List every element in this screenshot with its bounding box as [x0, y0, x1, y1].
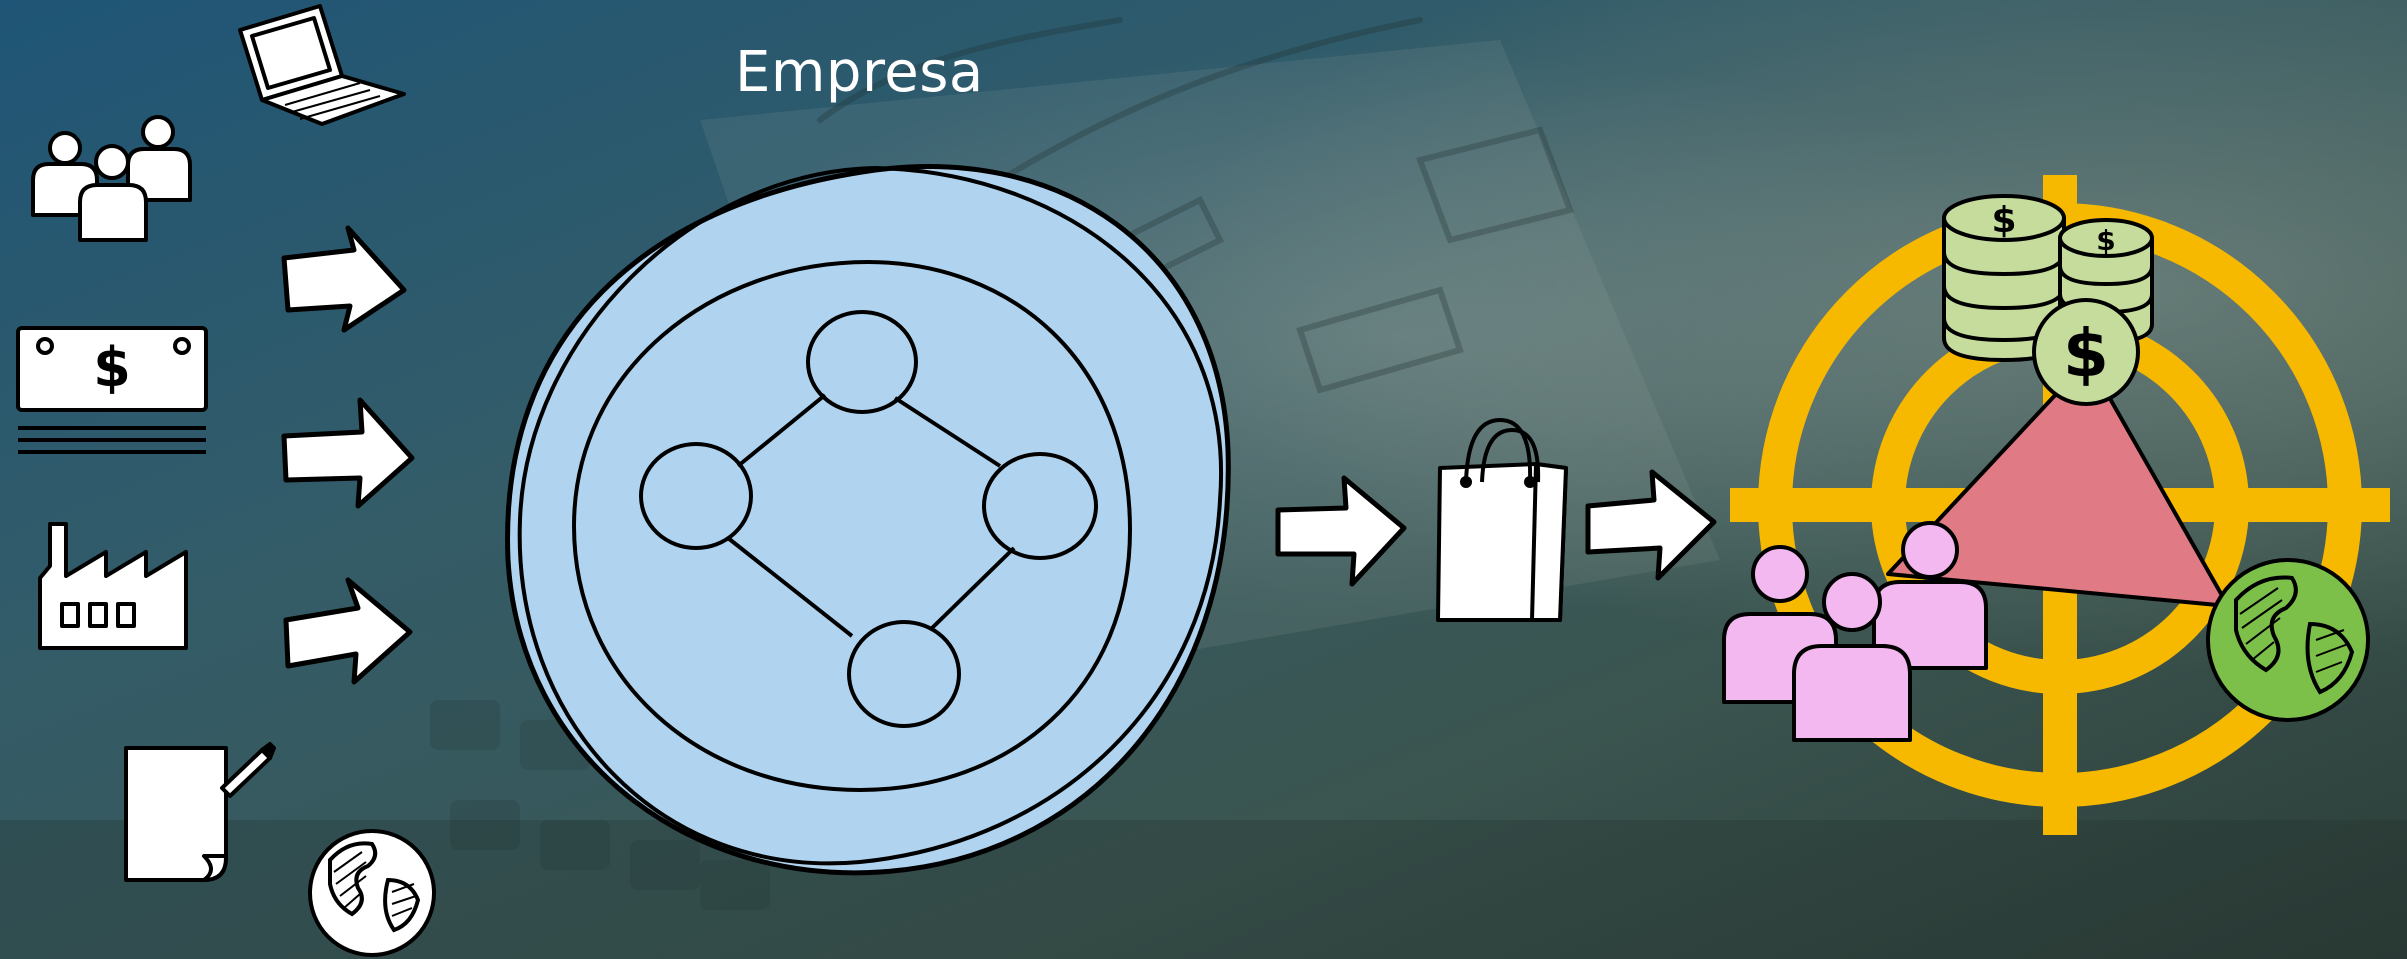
svg-text:$: $	[1991, 200, 2016, 241]
svg-text:$: $	[2063, 315, 2109, 392]
earth-icon	[2206, 558, 2370, 722]
arrow-icon	[283, 577, 413, 685]
coins-stack-icon: $ $ $	[1942, 194, 2154, 406]
laptop-icon	[238, 4, 406, 126]
svg-text:$: $	[93, 336, 131, 399]
arrow-icon	[281, 225, 407, 333]
arrow-icon	[1585, 469, 1717, 581]
factory-icon	[38, 522, 188, 650]
money-bill-icon: $	[16, 326, 208, 454]
arrow-icon	[281, 397, 415, 509]
shopping-bag-icon	[1436, 418, 1568, 622]
svg-text:$: $	[2096, 224, 2115, 257]
company-title: Empresa	[735, 40, 984, 105]
globe-icon	[308, 829, 436, 957]
company-circle	[505, 164, 1231, 876]
document-pencil-icon	[124, 742, 276, 882]
people-group-icon	[31, 115, 192, 242]
arrow-icon	[1275, 475, 1407, 587]
customers-icon	[1722, 521, 1988, 742]
triangle-icon	[1886, 358, 2230, 608]
network-circle-icon	[639, 310, 1098, 728]
